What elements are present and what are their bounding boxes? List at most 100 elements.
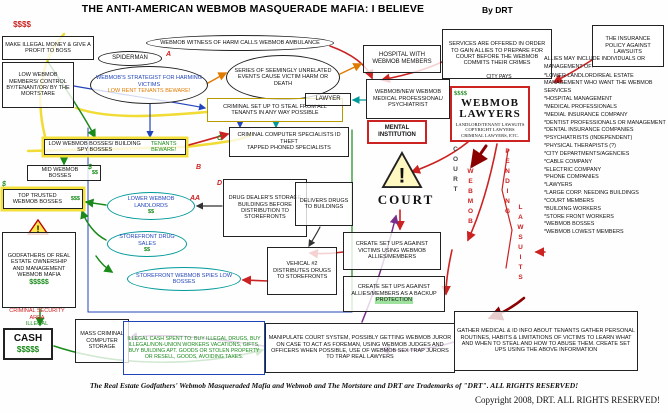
court-bang: ! <box>399 164 406 187</box>
allies-list-item: *COURT MEMBERS <box>544 197 594 204</box>
strategist-label: WEBMOB'S STRATEGIST FOR HARMING VICTIMS <box>96 75 202 88</box>
node-low-bosses: LOW WEBMOB BOSSES/ BUILDING SPY BOSSES T… <box>44 139 186 155</box>
webmob-lawyers-line2: LAWYERS <box>459 108 521 121</box>
node-spiderman: SPIDERMAN <box>98 51 162 66</box>
node-illegal-cash: ILLEGAL CASH SPENT TO: BUY ILLEGAL DRUGS… <box>123 321 265 375</box>
node-webmob-medical: WEBMOB/NEW WEBMOB MEDICAL PROFESSIONAL/ … <box>366 79 450 119</box>
allies-items: *LOWER LANDLORD/REAL ESTATE MANAGEMENT W… <box>544 73 666 237</box>
marker-letter: C <box>217 135 223 142</box>
allies-list-item: *DENTAL INSURANCE COMPANIES <box>544 127 634 134</box>
node-godfathers: GODFATHERS OF REAL ESTATE OWNERSHIP AND … <box>2 232 76 308</box>
allies-list-item: *BUILDING WORKERS <box>544 205 601 212</box>
allies-list-item: *LOWER LANDLORD/REAL ESTATE MANAGEMENT W… <box>544 72 653 95</box>
node-top-bosses: TOP TRUSTED WEBMOB BOSSES $$$ <box>3 189 83 209</box>
allies-list-item: *WEBMOB BOSSES <box>544 221 595 228</box>
strategist-warning: LOW RENT TENANTS BEWARE! <box>107 88 191 95</box>
allies-list-item: *LARGE CORP. NEEDING BUILDINGS <box>544 190 639 197</box>
node-webmob-witness: WEBMOB WITNESS OF HARM CALLS WEBMOB AMBU… <box>146 35 334 51</box>
vertical-label-pending: PENDING <box>504 148 511 218</box>
webmob-lawyers-line1: WEBMOB <box>461 96 519 109</box>
criminal-security-sub: ILLEGAL <box>25 321 49 328</box>
allies-list-item: *CITY DEPARTMENTS/AGENCIES <box>544 150 630 157</box>
node-setups-allies: CREATE SET UPS AGAINST ALLIES/MEMBERS AS… <box>343 276 445 312</box>
allies-list-item: *CABLE COMPANY <box>544 158 593 165</box>
low-bosses-warning: TENANTS BEWARE! <box>150 140 177 153</box>
webmob-lawyers-sub: LANDLORD/TENANT LAWSUITS COPYRIGHT LAWYE… <box>455 121 525 138</box>
webmob-lawyers-dollars: $$$$ <box>454 90 467 98</box>
node-services-offered: SERVICES ARE OFFERED IN ORDER TO GAIN AL… <box>442 29 552 79</box>
allies-list: ALLIES MAY INCLUDE INDIVIDUALS OR MANAGE… <box>544 56 666 320</box>
page-title: THE ANTI-AMERICAN WEBMOB MASQUERADE MAFI… <box>81 3 425 15</box>
lower-landlords-dollars: $$ <box>147 209 155 216</box>
node-city-pays: CITY PAYS <box>486 74 512 80</box>
marker-letter: $ <box>2 181 6 188</box>
node-criminal-computer: CRIMINAL COMPUTER SPECIALISTS ID THEFT T… <box>229 127 349 157</box>
allies-list-item: *MEDIAL INSURANCE COMPANY <box>544 111 628 118</box>
setups-allies-highlight: PROTECTION <box>374 297 414 304</box>
godfathers-dollars: $$$$$ <box>29 278 49 286</box>
node-vehical: VEHICAL #2 DISTRIBUTES DRUGS TO STOREFRO… <box>267 247 337 295</box>
node-mid-bosses: MID WEBMOB BOSSES $$ <box>27 165 101 181</box>
node-court-warning: ! <box>380 150 424 190</box>
vertical-label-court: COURT <box>452 146 459 196</box>
low-bosses-label: LOW WEBMOB BOSSES/ BUILDING SPY BOSSES <box>48 140 141 153</box>
lower-landlords-label: LOWER WEBMOB LANDLORDS <box>127 196 175 209</box>
node-mental-institution: MENTAL INSTITUTION <box>367 120 427 144</box>
node-drug-storage: DRUG DEALER'S STORAGE BUILDINGS BEFORE D… <box>223 179 307 237</box>
node-lower-landlords: LOWER WEBMOB LANDLORDS $$ <box>107 192 195 220</box>
top-bosses-dollars: $$$ <box>70 195 80 202</box>
node-criminal-security: CRIMINAL SECURITY AREA ILLEGAL <box>2 308 72 328</box>
node-mass-storage: MASS CRIMINAL COMPUTER STORAGE <box>75 319 129 363</box>
node-manipulate-court: MANIPULATE COURT SYSTEM, POSSIBLY GETTIN… <box>265 323 455 373</box>
storefront-sales-label: STOREFRONT DRUG SALES <box>119 234 175 247</box>
criminal-computer-line1: CRIMINAL COMPUTER SPECIALISTS ID THEFT <box>237 132 341 145</box>
cash-dollars: $$$$$ <box>16 345 40 355</box>
node-gather-info: GATHER MEDICAL & ID INFO ABOUT TENANTS G… <box>454 311 638 371</box>
node-court-label: COURT <box>377 192 435 207</box>
top-left-dollars: $$$$ <box>13 20 31 29</box>
marker-letter: A <box>166 51 172 58</box>
footer-copyright: Copyright 2008, DRT. ALL RIGHTS RESERVED… <box>475 395 660 405</box>
allies-list-item: *PHYSICAL THERAPISTS (?) <box>544 143 616 150</box>
mid-bosses-dollars: $$ <box>91 169 98 176</box>
node-storefront-spies: STOREFRONT WEBMOB SPIES LOW BOSSES <box>127 267 241 291</box>
allies-list-item: *ELECTRIC COMPANY <box>544 166 602 173</box>
node-storefront-sales: STOREFRONT DRUG SALES $$ <box>107 231 187 257</box>
vertical-label-webmob: WEBMOB <box>467 168 474 228</box>
node-delivers-drugs: DELIVERS DRUGS TO BUILDINGS <box>295 182 353 226</box>
storefront-sales-dollars: $$ <box>143 247 151 254</box>
node-insurance-policy: THE INSURANCE POLICY AGAINST LAWSUITS <box>592 25 664 67</box>
allies-list-item: *PHONE COMPANIES <box>544 174 599 181</box>
node-lawyer: LAWYER <box>305 93 351 106</box>
allies-list-item: *HOSPITAL MANAGEMENT <box>544 96 613 103</box>
node-setups-victims: CREATE SET UPS AGAINST VICTIMS USING WEB… <box>343 232 441 270</box>
marker-letter: AA <box>190 195 201 202</box>
marker-letter: D <box>217 180 223 187</box>
criminal-security-label: CRIMINAL SECURITY AREA <box>9 308 65 321</box>
storefront-spies-label: STOREFRONT WEBMOB SPIES LOW BOSSES <box>135 272 233 285</box>
node-strategist: WEBMOB'S STRATEGIST FOR HARMING VICTIMS … <box>90 66 208 104</box>
court-warning-icon: ! <box>381 151 423 189</box>
node-cash: CASH $$$$$ <box>3 328 53 360</box>
allies-list-item: *DENTIST PROFESSIONALS OR MANAGEMENT <box>544 119 666 126</box>
node-series-events: SERIES OF SEEMINGLY UNRELATED EVENTS CAU… <box>226 55 340 100</box>
footer-trademark: The Real Estate Godfathers' Webmob Masqu… <box>89 381 579 390</box>
title-byline: By DRT <box>482 5 513 15</box>
marker-letter: $ <box>88 164 92 171</box>
top-bosses-label: TOP TRUSTED WEBMOB BOSSES <box>12 192 63 205</box>
allies-list-item: *WEBMOB LOWEST MEMBERS <box>544 229 624 236</box>
node-webmob-lawyers: $$$$ WEBMOB LAWYERS LANDLORD/TENANT LAWS… <box>450 86 530 142</box>
cash-label: CASH <box>13 333 43 345</box>
node-hospital: HOSPITAL WITH WEBMOB MEMBERS <box>363 45 441 73</box>
allies-header: ALLIES MAY INCLUDE INDIVIDUALS OR MANAGE… <box>544 56 646 70</box>
criminal-computer-line2: TAPPED PHONED SPECIALISTS <box>247 145 331 152</box>
node-low-members: LOW WEBMOB MEMBERS/ CONTROL BY/TENANT/OR… <box>2 62 74 108</box>
marker-letter: B <box>196 164 202 171</box>
setups-allies-label: CREATE SET UPS AGAINST ALLIES/MEMBERS AS… <box>351 284 437 297</box>
allies-list-item: *STORE FRONT WORKERS <box>544 213 614 220</box>
mid-bosses-label: MID WEBMOB BOSSES <box>41 166 79 179</box>
allies-list-item: *LAWYERS <box>544 182 573 189</box>
allies-list-item: *MEDICAL PROFESSIONALS <box>544 103 617 110</box>
allies-list-item: *PSYCHIATRISTS (INDEPENDENT) <box>544 135 633 142</box>
